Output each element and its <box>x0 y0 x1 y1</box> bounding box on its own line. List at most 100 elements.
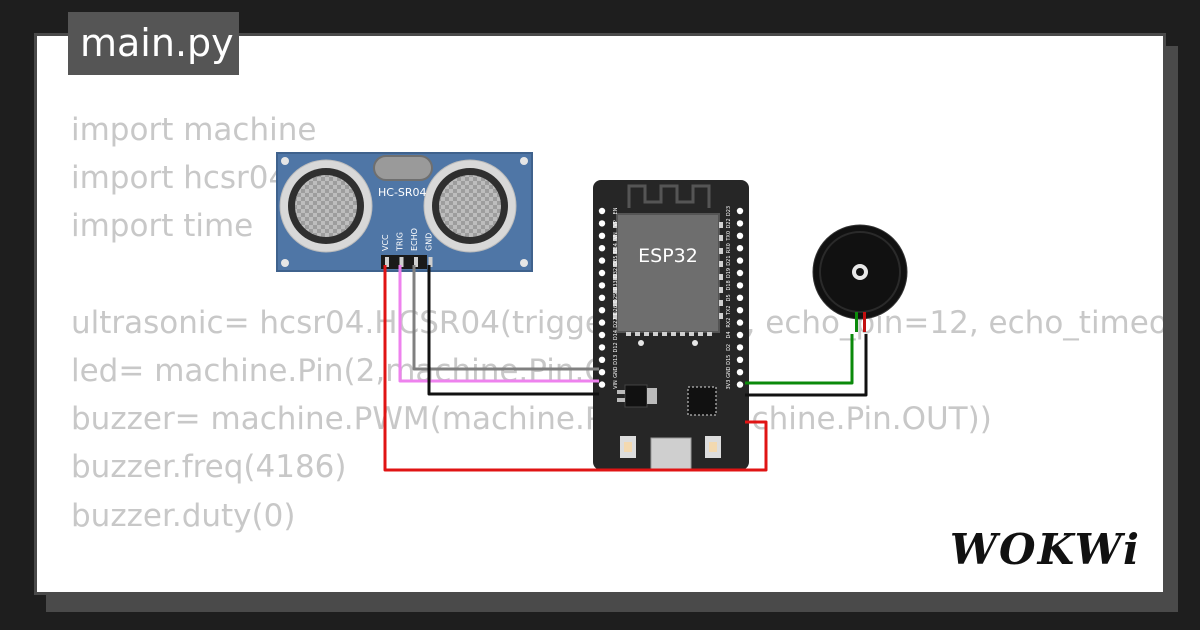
usb-port <box>650 437 692 471</box>
esp-module <box>616 213 720 333</box>
sensor-pin-label: VCC <box>381 234 390 251</box>
esp-pin-label: VIN <box>613 380 619 389</box>
hc-sr04-sensor[interactable]: HC-SR04 VCC TRIG ECHO GND <box>276 152 533 272</box>
esp-pin-label: RX2 <box>726 318 732 328</box>
esp-pin-gnd[interactable] <box>736 369 744 376</box>
esp-pin-label: D34 <box>613 243 619 253</box>
sensor-pin-label: GND <box>425 233 434 251</box>
esp-pin-d15[interactable] <box>736 356 744 363</box>
esp-pin-d13[interactable] <box>598 356 606 363</box>
sensor-pin-label: ECHO <box>410 228 419 251</box>
esp-pin-label: D21 <box>726 255 732 265</box>
esp-pin-vin[interactable] <box>598 381 606 388</box>
esp-pin-d5[interactable] <box>736 294 744 301</box>
esp-pin-d25[interactable] <box>598 294 606 301</box>
esp-pin-rx2[interactable] <box>736 319 744 326</box>
esp-pin-label: D14 <box>613 330 619 340</box>
sensor-pin-label: TRIG <box>396 232 405 252</box>
sensor-pin-vcc[interactable] <box>385 257 389 267</box>
sensor-pin-gnd[interactable] <box>428 257 433 267</box>
piezo-buzzer[interactable] <box>812 224 908 332</box>
esp-pin-label: EN <box>613 207 619 214</box>
esp-pin-tx0[interactable] <box>736 232 744 239</box>
sensor-pin-trig[interactable] <box>399 257 404 267</box>
esp-pin-label: GND <box>613 366 619 378</box>
esp-pin-label: VN <box>613 232 619 239</box>
esp-pin-label: D2 <box>726 344 732 351</box>
wire-buzzer-signal[interactable] <box>745 334 854 385</box>
code-line: import machine <box>71 112 317 148</box>
esp-pin-label: D26 <box>613 305 619 315</box>
code-line: buzzer.duty(0) <box>71 497 296 534</box>
code-line: import time <box>71 208 254 245</box>
code-line: import hcsr04 <box>71 160 289 197</box>
esp-pin-gnd[interactable] <box>598 369 606 376</box>
esp-pin-label: D4 <box>726 331 732 338</box>
esp-pin-label: D22 <box>726 218 732 228</box>
esp-pin-label: GND <box>726 366 732 378</box>
esp-pin-label: D15 <box>726 355 732 365</box>
esp-pin-label: D23 <box>726 206 732 216</box>
esp-pin-rx0[interactable] <box>736 245 744 252</box>
esp-pin-tx2[interactable] <box>736 307 744 314</box>
esp-pin-3v3[interactable] <box>736 381 744 388</box>
esp-pin-label: D19 <box>726 268 732 278</box>
esp-pin-d14[interactable] <box>598 331 606 339</box>
esp-pin-label: D5 <box>726 294 732 301</box>
esp-pin-d18[interactable] <box>736 282 744 289</box>
esp-pin-d22[interactable] <box>736 220 744 227</box>
usb-chip <box>687 386 717 416</box>
esp-pin-vp[interactable] <box>598 220 606 227</box>
wire-gnd[interactable] <box>427 265 599 396</box>
esp-pin-label: D32 <box>613 268 619 278</box>
esp-pin-d21[interactable] <box>736 257 744 264</box>
esp-pin-label: D13 <box>613 355 619 365</box>
esp-pin-label: D27 <box>613 317 619 327</box>
esp-pin-d33[interactable] <box>598 282 606 289</box>
wokwi-logo[interactable]: WOKWi <box>949 525 1141 574</box>
wire-echo[interactable] <box>412 265 599 371</box>
left-transducer <box>279 159 373 253</box>
esp-pin-d12[interactable] <box>598 344 606 351</box>
esp-pin-d19[interactable] <box>736 269 744 277</box>
esp-pin-label: D33 <box>613 280 619 290</box>
esp-pin-d23[interactable] <box>736 207 744 215</box>
esp-pin-vn[interactable] <box>598 232 606 239</box>
voltage-regulator <box>624 384 648 408</box>
esp-pin-label: VP <box>613 220 619 226</box>
right-transducer <box>423 159 517 253</box>
esp-pin-d26[interactable] <box>598 307 606 314</box>
boot-button[interactable] <box>620 436 636 458</box>
board-name: ESP32 <box>638 245 698 267</box>
code-line: buzzer.freq(4186) <box>71 449 347 486</box>
reset-button[interactable] <box>705 436 721 458</box>
wire-trig[interactable] <box>398 265 599 383</box>
esp-pin-d34[interactable] <box>598 245 606 252</box>
antenna-trace <box>627 184 711 208</box>
esp-pin-d32[interactable] <box>598 269 606 277</box>
esp-pin-label: D25 <box>613 293 619 303</box>
esp-pin-label: RX0 <box>726 243 732 253</box>
esp-pin-d27[interactable] <box>598 319 606 326</box>
esp-pin-label: TX2 <box>726 305 732 316</box>
circuit-diagram: HC-SR04 VCC TRIG ECHO GND ESP32 EN VP VN D34D3… <box>276 152 908 472</box>
esp-pin-label: TX0 <box>726 231 732 242</box>
esp-pin-d4[interactable] <box>736 331 744 339</box>
sensor-pin-echo[interactable] <box>414 257 418 267</box>
esp32-board[interactable]: ESP32 ENVPVND34D35D32D33D25D26D27D14D12D… <box>593 180 749 471</box>
wires <box>383 265 868 472</box>
wire-buzzer-gnd[interactable] <box>745 334 868 397</box>
esp-pin-label: D35 <box>613 255 619 265</box>
esp-pin-label: 3V3 <box>726 380 732 390</box>
esp-pin-en[interactable] <box>598 207 606 215</box>
sensor-name: HC-SR04 <box>378 186 427 199</box>
crystal-oscillator <box>373 155 433 181</box>
esp-pin-label: D12 <box>613 342 619 352</box>
esp-pin-d35[interactable] <box>598 257 606 264</box>
esp-pin-label: D18 <box>726 280 732 290</box>
code-line: led= machine.Pin(2,machine.Pin.OUT) <box>71 352 663 389</box>
file-tab[interactable]: main.py <box>68 12 239 75</box>
esp-pin-d2[interactable] <box>736 344 744 351</box>
wire-vcc[interactable] <box>383 265 768 472</box>
